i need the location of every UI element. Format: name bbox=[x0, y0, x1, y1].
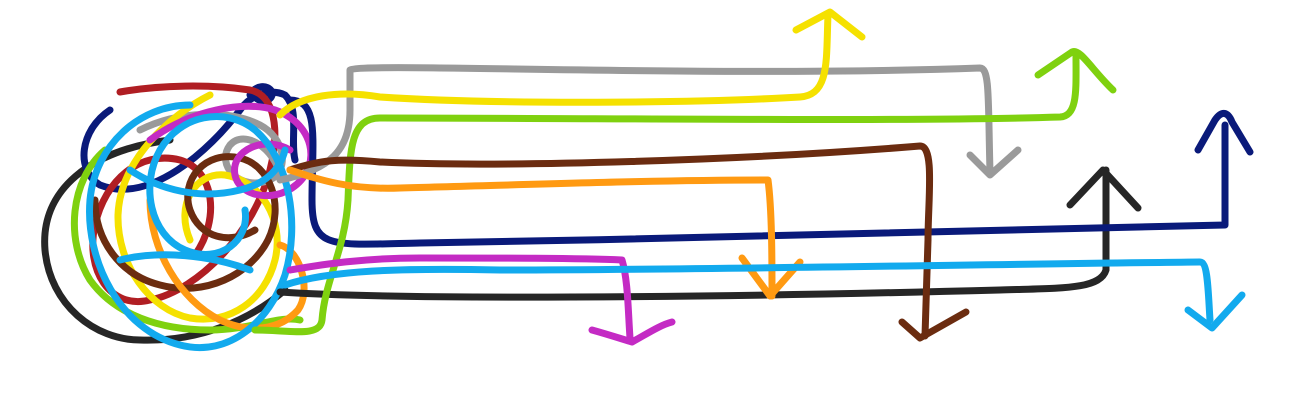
line-magenta bbox=[286, 254, 634, 342]
tangle-knot bbox=[41, 82, 315, 352]
tangle-scribble-sky bbox=[86, 101, 296, 352]
line-sky bbox=[281, 258, 1214, 324]
untangled-lines bbox=[251, 8, 1254, 346]
arrowhead-green bbox=[1034, 48, 1117, 94]
line-brown bbox=[286, 142, 934, 340]
arrowhead-yellow bbox=[792, 8, 866, 41]
arrowhead-brown bbox=[898, 308, 970, 342]
arrowhead-navy bbox=[1194, 110, 1254, 156]
arrowhead-black bbox=[1066, 166, 1142, 212]
arrowhead-sky bbox=[1184, 291, 1246, 332]
arrowhead-magenta bbox=[588, 318, 676, 346]
line-gray bbox=[276, 64, 994, 184]
line-orange bbox=[286, 166, 776, 300]
tangle-scribble-sky-2 bbox=[116, 146, 289, 274]
tangle-scribble-yellow bbox=[114, 91, 281, 323]
line-yellow bbox=[276, 11, 832, 119]
line-green bbox=[251, 51, 1080, 336]
line-black bbox=[276, 166, 1110, 301]
tangle-scribble-brown bbox=[91, 153, 279, 292]
arrowhead-gray bbox=[966, 146, 1022, 179]
